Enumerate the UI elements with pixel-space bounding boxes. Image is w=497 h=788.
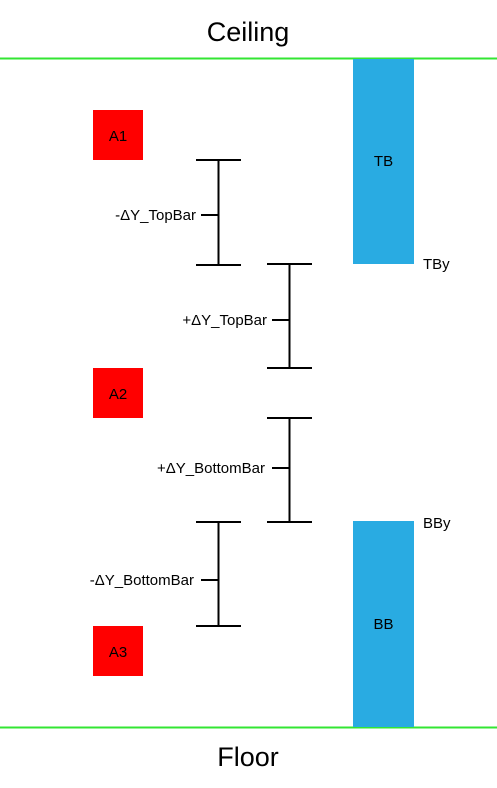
floor-label: Floor [217,742,279,772]
area-2-label: A2 [109,386,127,403]
neg-dy-top-bar-bracket [196,159,241,266]
ceiling-label: Ceiling [207,17,290,47]
area-1-box [93,110,143,160]
pos-dy-top-bar-label: +ΔY_TopBar [182,312,267,329]
neg-dy-bottom-bar-bracket [196,521,241,627]
area-2-box [93,368,143,418]
top-bar-y-label: TBy [423,256,450,273]
top-bar-label: TB [374,153,393,170]
area-1-label: A1 [109,128,127,145]
pos-dy-bottom-bar-label: +ΔY_BottomBar [157,460,265,477]
neg-dy-bottom-bar-label: -ΔY_BottomBar [90,572,194,589]
bottom-bar [353,521,414,727]
bottom-bar-label: BB [373,616,393,633]
area-3-label: A3 [109,644,127,661]
bottom-bar-y-label: BBy [423,515,451,532]
area-3-box [93,626,143,676]
pos-dy-top-bar-bracket [267,263,312,369]
pos-dy-bottom-bar-bracket [267,417,312,523]
top-bar [353,59,414,264]
neg-dy-top-bar-label: -ΔY_TopBar [115,207,196,224]
